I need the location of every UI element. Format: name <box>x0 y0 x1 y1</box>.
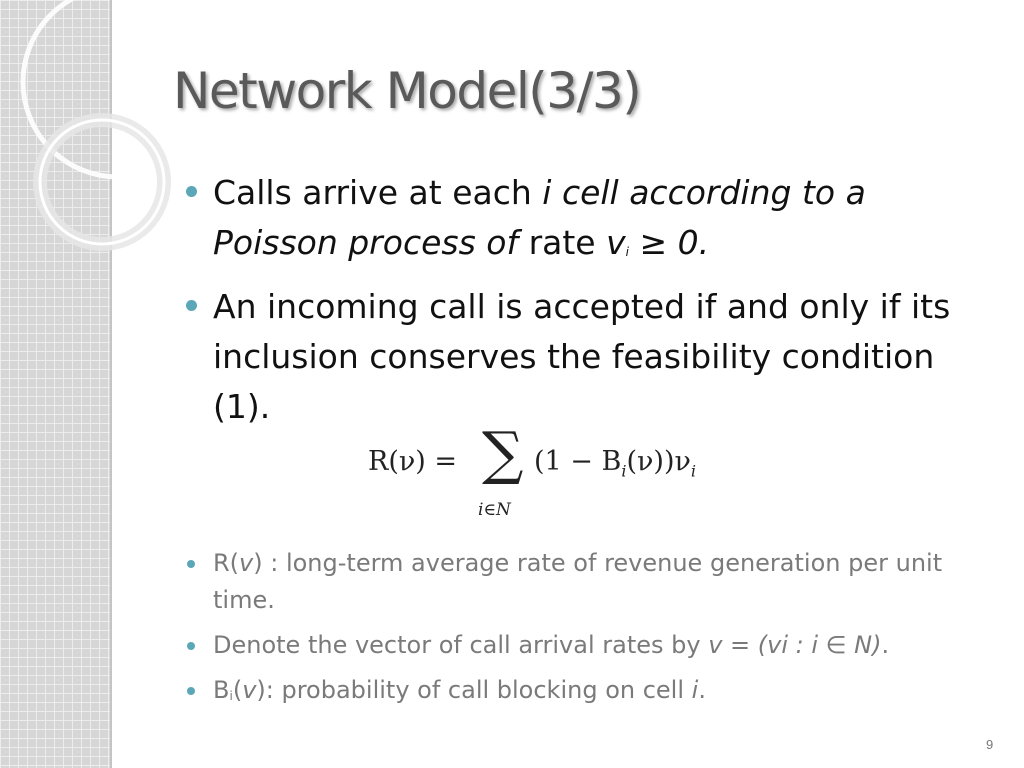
bullet-item: Calls arrive at each i cell according to… <box>186 168 986 277</box>
main-bullet-list: Calls arrive at each i cell according to… <box>186 168 986 437</box>
definition-item: R(v) : long-term average rate of revenue… <box>186 545 996 619</box>
summation-index: i∈N <box>478 500 511 520</box>
summation-symbol: ∑ <box>482 419 524 487</box>
definition-bullet-list: R(v) : long-term average rate of revenue… <box>186 545 996 723</box>
slide-title: Network Model(3/3) <box>173 62 642 120</box>
revenue-formula: R(ν) = ∑ i∈N (1 − Bi(ν))νi <box>368 419 697 520</box>
definition-item: Bi(v): probability of call blocking on c… <box>186 672 996 715</box>
bullet-item: An incoming call is accepted if and only… <box>186 282 986 432</box>
page-number: 9 <box>986 737 994 752</box>
sidebar-grid-pattern <box>0 0 112 768</box>
definition-item: Denote the vector of call arrival rates … <box>186 627 996 664</box>
